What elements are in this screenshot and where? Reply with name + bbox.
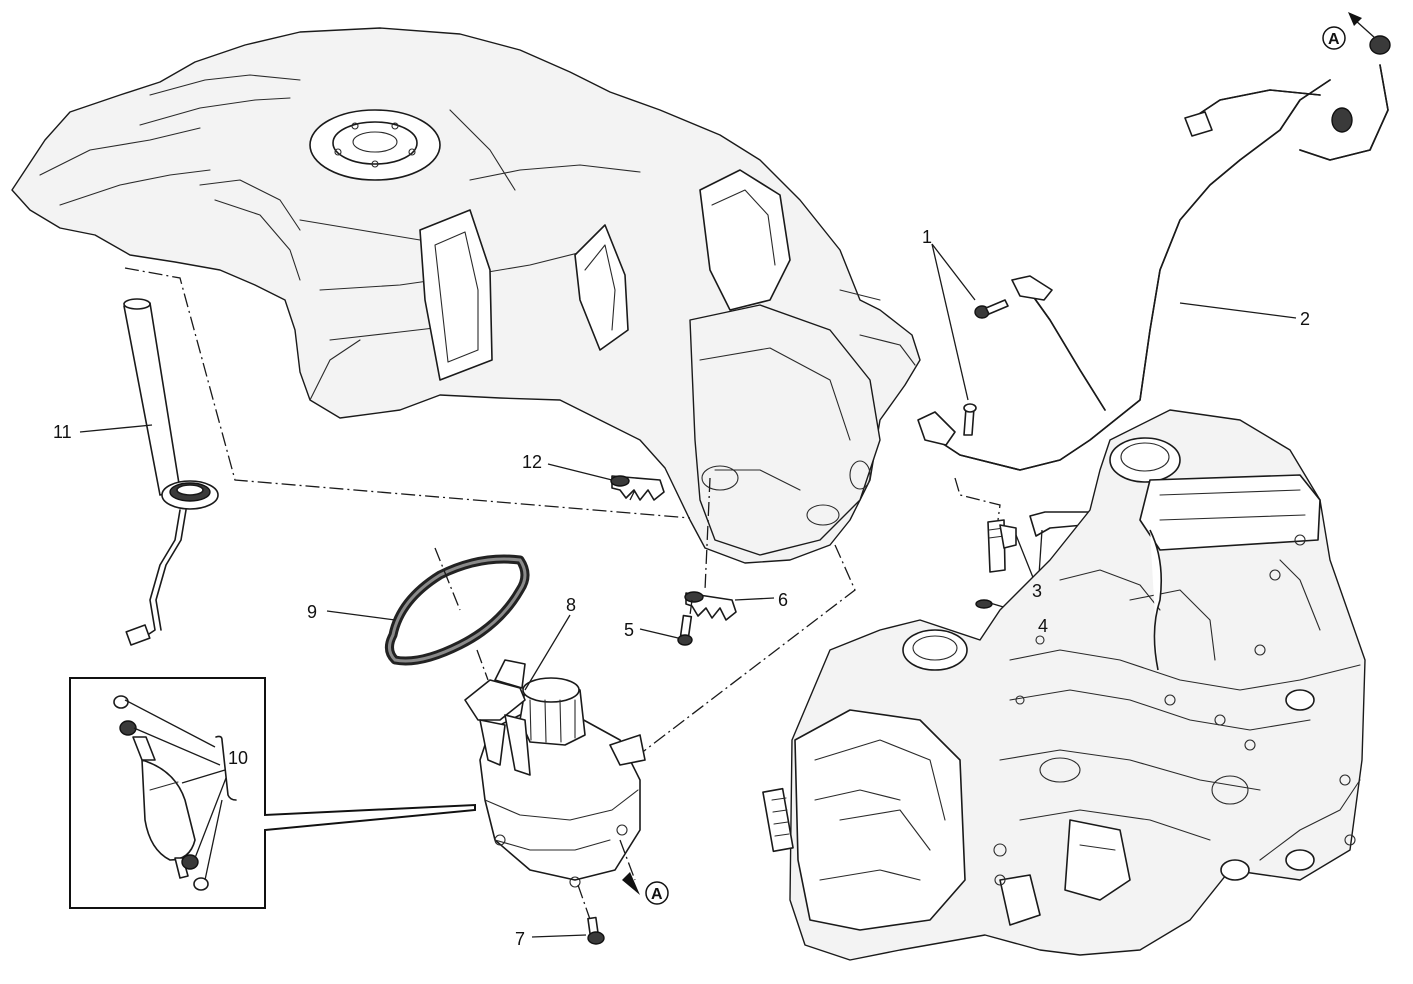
arrow-down-icon xyxy=(622,872,640,895)
callout-1: 1 xyxy=(922,227,932,247)
callout-4: 4 xyxy=(1038,616,1048,636)
callout-8: 8 xyxy=(566,595,576,615)
callout-10: 10 xyxy=(228,748,248,768)
part-2-fuel-hose xyxy=(917,35,1391,471)
callout-6: 6 xyxy=(778,590,788,610)
callout-12: 12 xyxy=(522,452,542,472)
arrow-up-icon xyxy=(1348,12,1362,26)
callout-leaders xyxy=(79,243,1297,938)
part-8-fuel-pump xyxy=(464,659,646,888)
fuel-tank xyxy=(11,27,921,564)
part-10-filter-inset xyxy=(69,677,476,909)
part-11-level-sensor xyxy=(123,298,219,646)
callout-3: 3 xyxy=(1032,581,1042,601)
part-7-screw xyxy=(577,884,605,945)
part-9-gasket xyxy=(385,547,530,681)
reference-a-top: A xyxy=(1322,12,1376,50)
callout-7: 7 xyxy=(515,929,525,949)
callout-5: 5 xyxy=(624,620,634,640)
reference-a-pump: A xyxy=(645,881,669,905)
part-12-hose-clip xyxy=(610,475,665,501)
part-6-hose-clip xyxy=(684,591,737,621)
callout-2: 2 xyxy=(1300,309,1310,329)
part-1-screws xyxy=(963,299,1009,436)
reference-label: A xyxy=(651,886,663,903)
reference-label: A xyxy=(1328,31,1340,48)
engine xyxy=(762,409,1366,961)
part-5-screw xyxy=(677,599,693,646)
callout-11: 11 xyxy=(53,422,72,442)
callout-9: 9 xyxy=(307,602,317,622)
